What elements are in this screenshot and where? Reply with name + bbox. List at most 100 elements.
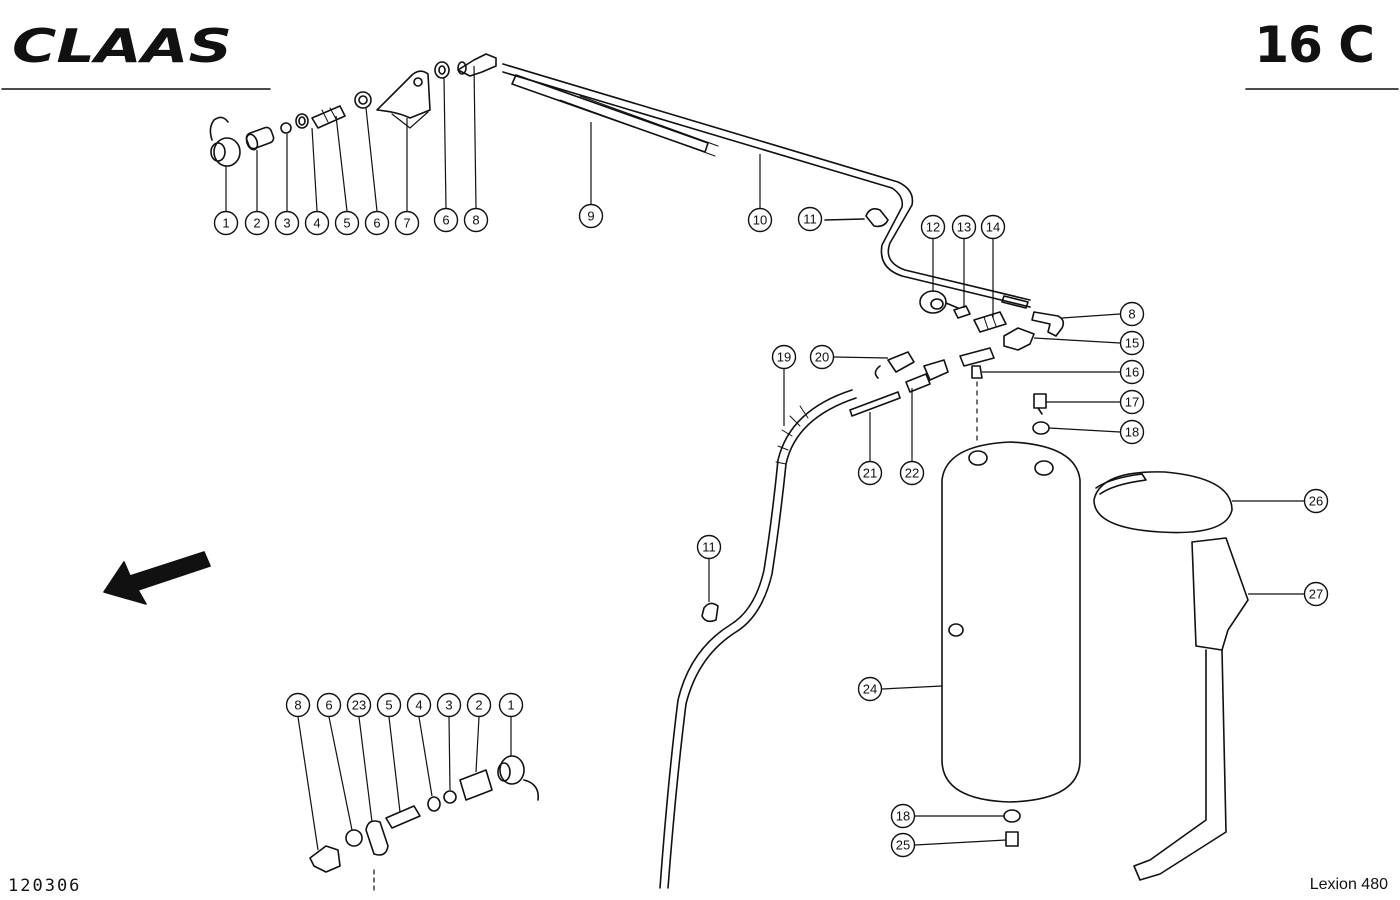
- callout-25: 25: [890, 832, 1007, 858]
- callout-number: 22: [905, 466, 919, 481]
- callout-number: 3: [445, 698, 452, 713]
- callout-circle: [213, 210, 239, 236]
- callout-14: 14: [980, 214, 1006, 318]
- callout-circle: [1119, 419, 1145, 445]
- cap-20: [874, 351, 915, 379]
- callout-number: 26: [1309, 494, 1323, 509]
- callout-circle: [899, 460, 925, 486]
- callout-number: 3: [283, 216, 290, 231]
- callout-number: 7: [403, 216, 410, 231]
- callout-number: 11: [702, 540, 716, 555]
- cap-1b: [497, 755, 540, 801]
- callout-leader: [443, 77, 447, 209]
- callout-circle: [285, 692, 311, 718]
- callout-number: 21: [863, 466, 877, 481]
- callout-circle: [316, 692, 342, 718]
- callout-circle: [578, 203, 604, 229]
- callout-12: 12: [920, 214, 946, 292]
- callout-leader: [365, 107, 378, 212]
- callout-7: 7: [394, 118, 420, 236]
- callout-1: 1: [498, 692, 524, 756]
- callout-20: 20: [809, 344, 889, 370]
- callout-circle: [244, 210, 270, 236]
- callout-leader: [473, 65, 477, 209]
- callout-circle: [771, 344, 797, 370]
- callout-leader: [328, 716, 353, 831]
- o-ring-3b: [443, 790, 457, 804]
- callout-5: 5: [376, 692, 402, 813]
- pipe-21: [849, 391, 901, 417]
- clip-11: [824, 208, 889, 228]
- callout-number: 14: [986, 220, 1000, 235]
- callout-circle: [890, 832, 916, 858]
- callout-number: 1: [507, 698, 514, 713]
- callout-10: 10: [747, 154, 773, 233]
- callout-number: 5: [385, 698, 392, 713]
- hose-19: [659, 389, 857, 889]
- drawing-number: 120306: [8, 876, 82, 896]
- callout-4: 4: [304, 127, 330, 236]
- callout-circle: [433, 207, 459, 233]
- callout-number: 8: [1128, 307, 1135, 322]
- callout-leader: [358, 716, 373, 823]
- callout-leader: [914, 839, 1007, 846]
- washer-4: [295, 113, 309, 129]
- callout-circle: [951, 214, 977, 240]
- callout-number: 11: [803, 212, 817, 227]
- callout-leader: [311, 127, 318, 212]
- callout-number: 24: [863, 682, 877, 697]
- callout-13: 13: [951, 214, 977, 308]
- callout-8: 8: [1061, 301, 1145, 327]
- plug-17: [1033, 393, 1047, 415]
- seal-18: [1032, 421, 1050, 435]
- bracket-27: [1133, 537, 1249, 881]
- o-ring-3: [280, 122, 292, 134]
- callout-number: 8: [472, 213, 479, 228]
- callout-number: 10: [753, 213, 767, 228]
- callout-2: 2: [244, 150, 270, 236]
- callout-circle: [498, 692, 524, 718]
- callout-circle: [797, 206, 823, 232]
- callout-circle: [696, 534, 722, 560]
- callout-number: 16: [1125, 365, 1139, 380]
- clip-11b: [701, 602, 719, 623]
- callout-27: 27: [1248, 581, 1329, 607]
- callout-6: 6: [433, 77, 459, 233]
- callout-number: 2: [253, 216, 260, 231]
- callout-number: 4: [415, 698, 422, 713]
- coupling-14: [973, 311, 1007, 333]
- callout-number: 13: [957, 220, 971, 235]
- callout-17: 17: [1046, 389, 1145, 415]
- callout-6: 6: [316, 692, 353, 831]
- callout-circle: [376, 692, 402, 718]
- callout-circle: [463, 207, 489, 233]
- nipple-13: [953, 305, 971, 319]
- bracket-23: [365, 820, 389, 856]
- callout-circle: [334, 210, 360, 236]
- pipe-10: [502, 63, 1031, 308]
- callout-circle: [920, 214, 946, 240]
- callout-leader: [833, 356, 889, 359]
- direction-arrow: [103, 551, 211, 605]
- drain-valve-25: [1005, 831, 1019, 847]
- model-name: Lexion 480: [1309, 876, 1388, 893]
- seal-18b: [1003, 809, 1021, 823]
- callout-leader: [881, 685, 943, 690]
- callout-number: 27: [1309, 587, 1323, 602]
- nut-6: [354, 91, 372, 109]
- callout-leader: [418, 716, 433, 797]
- callout-circle: [364, 210, 390, 236]
- callout-leader: [388, 716, 401, 813]
- callout-number: 6: [442, 213, 449, 228]
- callout-circle: [747, 207, 773, 233]
- callout-circle: [1119, 301, 1145, 327]
- callout-number: 1: [222, 216, 229, 231]
- callout-number: 6: [373, 216, 380, 231]
- tee-15: [1003, 327, 1035, 351]
- callout-leader: [335, 115, 348, 212]
- hose-9: [511, 74, 719, 157]
- callout-5: 5: [334, 115, 360, 236]
- callout-circle: [406, 692, 432, 718]
- nipple-5b: [385, 805, 421, 829]
